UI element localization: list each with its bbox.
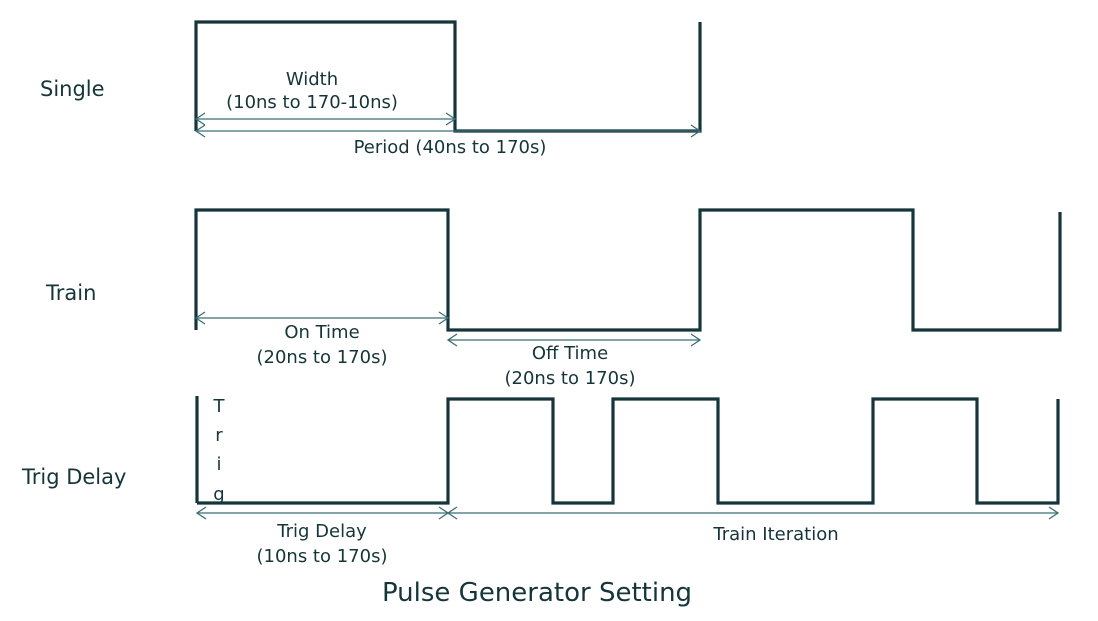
dimension-off-time — [446, 333, 702, 347]
dimension-on-time-arrow-right — [438, 311, 450, 325]
waveform-train-path — [194, 208, 1062, 332]
trigger-letter-r: r — [215, 425, 223, 446]
dimension-period-arrow-left — [194, 124, 206, 138]
dimension-off-time-arrow-left — [446, 333, 458, 347]
dimension-train-iteration-arrow-left — [446, 506, 458, 520]
dimension-trig-delay — [195, 506, 450, 520]
dimension-width-label: Width — [286, 69, 338, 90]
trigger-letter-g: g — [213, 484, 224, 505]
waveform-single — [194, 20, 702, 133]
waveform-single-path — [194, 20, 702, 133]
dimension-width-arrow-right — [445, 112, 457, 126]
dimension-width-range: (10ns to 170-10ns) — [226, 92, 398, 113]
waveform-trig-delay — [195, 396, 1060, 505]
diagram-title: Pulse Generator Setting — [382, 578, 692, 608]
dimension-on-time — [194, 311, 450, 325]
waveform-train — [194, 208, 1062, 332]
dimension-on-time-range: (20ns to 170s) — [257, 347, 388, 368]
dimension-width-arrow-left — [194, 112, 206, 126]
trigger-vertical-label: T r i g — [213, 396, 226, 505]
waveform-trig-delay-path — [197, 397, 1060, 505]
dimension-period-label: Period (40ns to 170s) — [354, 137, 547, 158]
trigger-letter-i: i — [216, 454, 221, 475]
dimension-off-time-range: (20ns to 170s) — [505, 368, 636, 389]
dimension-off-time-arrow-right — [690, 333, 702, 347]
row-label-train: Train — [45, 281, 96, 305]
dimension-train-iteration-arrow-right — [1048, 506, 1060, 520]
row-label-single: Single — [40, 77, 105, 101]
dimension-train-iteration-label: Train Iteration — [712, 524, 838, 545]
dimension-width — [194, 112, 457, 126]
dimension-trig-delay-arrow-left — [195, 506, 207, 520]
trigger-letter-t: T — [213, 396, 226, 417]
dimension-off-time-label: Off Time — [532, 343, 608, 364]
dimension-on-time-arrow-left — [194, 311, 206, 325]
dimension-trig-delay-range: (10ns to 170s) — [257, 546, 388, 567]
dimension-trig-delay-label: Trig Delay — [276, 521, 367, 542]
dimension-on-time-label: On Time — [284, 322, 359, 343]
row-label-trig-delay: Trig Delay — [21, 465, 126, 489]
dimension-train-iteration — [446, 506, 1060, 520]
dimension-period-arrow-right — [690, 124, 702, 138]
dimension-period — [194, 124, 702, 138]
